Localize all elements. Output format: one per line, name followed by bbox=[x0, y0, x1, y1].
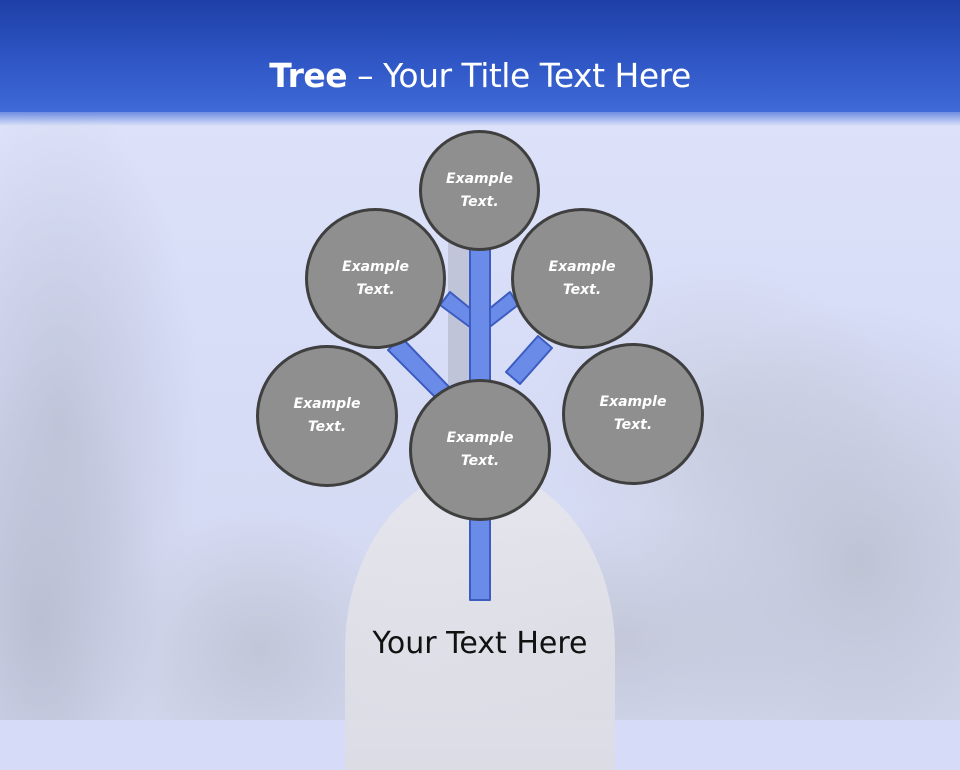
title-bold: Tree bbox=[269, 56, 348, 95]
footer-text: Your Text Here bbox=[372, 626, 588, 661]
node-right-label: Example Text. bbox=[599, 394, 667, 433]
node-top-label: Example Text. bbox=[446, 170, 513, 210]
node-center-label: Example Text. bbox=[446, 430, 514, 469]
node-center[interactable]: Example Text. bbox=[409, 379, 551, 521]
node-upper-right[interactable]: Example Text. bbox=[511, 208, 653, 349]
node-left[interactable]: Example Text. bbox=[256, 345, 398, 487]
slide-title: Tree – Your Title Text Here bbox=[0, 54, 960, 98]
node-upper-right-label: Example Text. bbox=[548, 258, 616, 298]
node-right[interactable]: Example Text. bbox=[562, 343, 704, 485]
branch-lower-right bbox=[505, 335, 553, 385]
tree-branches bbox=[387, 247, 553, 601]
node-upper-left-label: Example Text. bbox=[342, 258, 409, 298]
title-bar bbox=[0, 0, 960, 112]
title-bar-fade bbox=[0, 108, 960, 126]
node-top[interactable]: Example Text. bbox=[419, 130, 540, 251]
title-rest: – Your Title Text Here bbox=[347, 56, 691, 95]
node-upper-left[interactable]: Example Text. bbox=[305, 208, 446, 349]
node-left-label: Example Text. bbox=[293, 396, 361, 435]
